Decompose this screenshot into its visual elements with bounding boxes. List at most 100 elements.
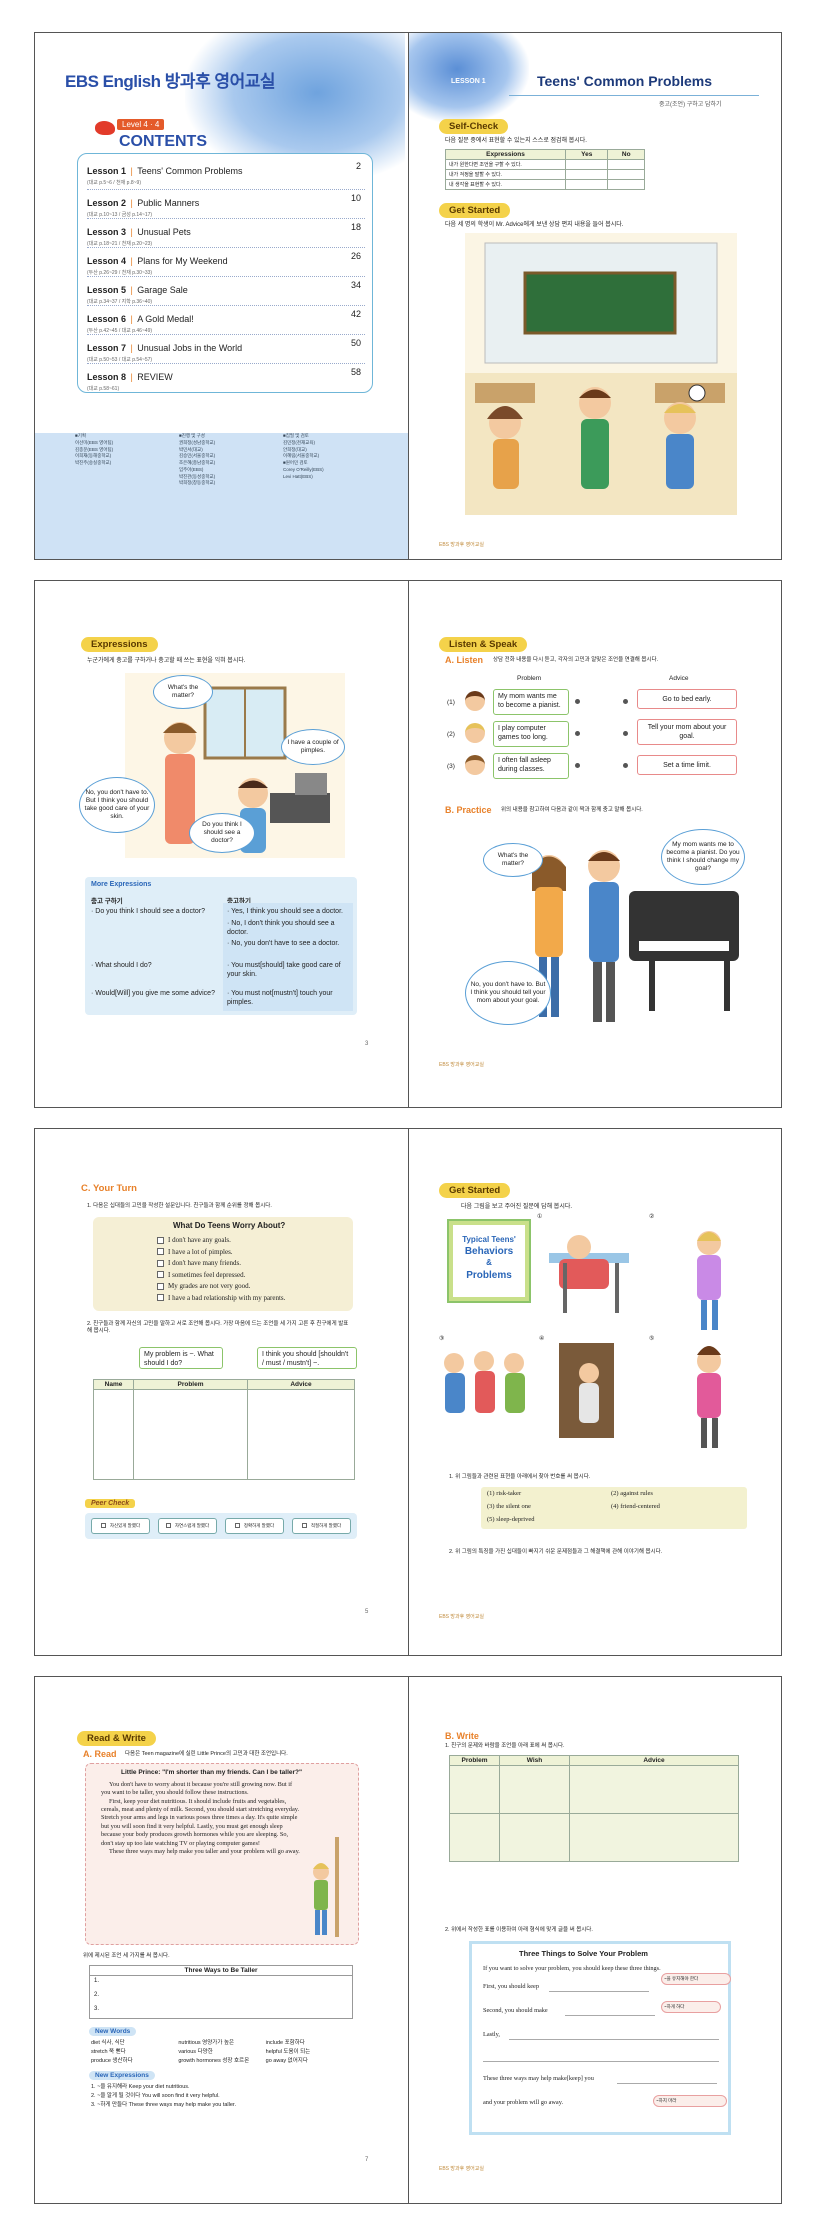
pic-number: ② <box>649 1214 655 1220</box>
table-row[interactable]: 2. <box>94 1992 100 1998</box>
asking-expr: · Would[Will] you give me some advice? <box>91 990 215 997</box>
table-cell[interactable] <box>93 1389 134 1480</box>
page-number: 3 <box>365 1041 369 1047</box>
lesson-title: Unusual Jobs in the World <box>137 343 243 353</box>
speech-bubble: No, you don't have to. But I think you s… <box>79 777 155 833</box>
survey-text: I sometimes feel depressed. <box>168 1270 246 1279</box>
spread-4: Read & Write A. Read 다음은 Teen magazine에 … <box>34 1676 782 2204</box>
lesson-entry[interactable]: Lesson 6 | A Gold Medal!42(두산 p.42~45 / … <box>87 306 365 335</box>
answer-line[interactable] <box>565 2015 655 2016</box>
yes-cell[interactable] <box>564 159 609 170</box>
survey-item[interactable]: I have a bad relationship with my parent… <box>157 1293 337 1305</box>
no-cell[interactable] <box>607 169 645 180</box>
table-cell[interactable] <box>499 1765 570 1814</box>
yes-cell[interactable] <box>564 169 609 180</box>
read-write-tag: Read & Write <box>77 1731 156 1746</box>
credit-line: 박진주(숭실중학교) <box>75 460 112 465</box>
match-dot[interactable] <box>575 731 580 736</box>
mother-figure <box>163 722 197 844</box>
boy-figure <box>588 850 620 1022</box>
face-icon <box>465 723 485 743</box>
survey-item[interactable]: My grades are not very good. <box>157 1281 337 1293</box>
survey-item[interactable]: I sometimes feel depressed. <box>157 1270 337 1282</box>
checkbox[interactable] <box>157 1236 164 1244</box>
peer-check-item[interactable]: 정확하게 말했다 <box>225 1518 284 1534</box>
lesson-source: (두산 p.42~45 / 대교 p.46~49) <box>87 328 153 334</box>
peer-check-item[interactable]: 자연스럽게 말했다 <box>158 1518 217 1534</box>
table-cell[interactable] <box>499 1813 570 1862</box>
table-cell[interactable] <box>133 1389 248 1480</box>
match-dot[interactable] <box>623 763 628 768</box>
match-dot[interactable] <box>575 763 580 768</box>
row-number: (2) <box>447 731 455 738</box>
survey-text: I don't have many friends. <box>168 1259 241 1267</box>
table-cell[interactable] <box>449 1765 500 1814</box>
option[interactable]: (2) against rules <box>611 1490 653 1497</box>
speech-bubble: Do you think I should see a doctor? <box>189 813 255 853</box>
contents-title: CONTENTS <box>119 133 207 150</box>
page-number: 5 <box>365 1609 369 1615</box>
checkbox[interactable] <box>157 1248 164 1256</box>
match-dot[interactable] <box>623 699 628 704</box>
credit-line: 권희정(성남중학교) <box>179 439 216 445</box>
option[interactable]: (4) friend-centered <box>611 1503 660 1510</box>
option[interactable]: (3) the silent one <box>487 1503 531 1510</box>
answer-line[interactable] <box>549 1991 649 1992</box>
answer-line[interactable] <box>617 2083 717 2084</box>
answer-line[interactable] <box>483 2061 719 2062</box>
checkbox[interactable] <box>157 1259 164 1267</box>
no-cell[interactable] <box>607 159 645 170</box>
problem-header: Problem <box>517 675 542 682</box>
survey-item[interactable]: I don't have any goals. <box>157 1235 337 1247</box>
table-row[interactable]: 1. <box>94 1978 100 1984</box>
lesson-number: Lesson 2 <box>87 198 127 208</box>
yes-cell[interactable] <box>564 179 609 190</box>
lesson-source: (두산 p.26~29 / 천재 p.30~33) <box>87 270 153 276</box>
table-cell[interactable] <box>247 1389 355 1480</box>
option[interactable]: (1) risk-taker <box>487 1490 522 1497</box>
table-cell[interactable] <box>569 1813 739 1862</box>
checkbox[interactable] <box>157 1294 164 1302</box>
sc-row: 내가 원한다면 조언을 구할 수 있다. <box>445 159 566 170</box>
table-cell[interactable] <box>569 1765 739 1814</box>
lesson-page: 50 <box>350 338 361 348</box>
answer-line[interactable] <box>509 2039 719 2040</box>
option[interactable]: (5) sleep-deprived <box>487 1516 535 1523</box>
no-cell[interactable] <box>607 179 645 190</box>
pic-number: ① <box>537 1214 543 1220</box>
table-row[interactable]: 3. <box>94 2006 100 2012</box>
page-footer: EBS 방과후 영어교실 <box>439 2166 484 2172</box>
question-2: 2. 위 그림의 특징을 가진 십대들이 빠지기 쉬운 문제점들과 그 해결책에… <box>449 1549 663 1555</box>
lesson-source: (대교 p.34~37 / 지학 p.36~40) <box>87 299 153 305</box>
checkbox[interactable] <box>157 1282 164 1290</box>
peer-check-item[interactable]: 자신있게 말했다 <box>91 1518 150 1534</box>
checkbox[interactable] <box>157 1271 164 1279</box>
listen-speak-page: Listen & Speak A. Listen 상담 전화 내용을 다시 듣고… <box>409 581 783 1107</box>
face-icon <box>465 691 485 711</box>
get-started-instruction: 다음 그림을 보고 주어진 질문에 답해 봅시다. <box>461 1204 573 1210</box>
rule-breaker <box>697 1346 721 1448</box>
contents-box <box>77 153 373 393</box>
poster-line: Typical Teens' <box>462 1235 516 1244</box>
bird-icon <box>95 121 115 135</box>
peer-check-item[interactable]: 적절하게 말했다 <box>292 1518 351 1534</box>
match-dot[interactable] <box>575 699 580 704</box>
new-words-tag: New Words <box>89 2027 137 2036</box>
letter-body: You don't have to worry about it because… <box>101 1781 301 1856</box>
match-dot[interactable] <box>623 731 628 736</box>
table-cell[interactable] <box>449 1813 500 1862</box>
poster-line: Problems <box>466 1269 512 1281</box>
survey-item[interactable]: I don't have many friends. <box>157 1258 337 1270</box>
expressions-tag: Expressions <box>81 637 158 652</box>
piano-scene-illustration <box>532 850 739 1022</box>
quiet-student <box>559 1343 614 1438</box>
survey-item[interactable]: I have a lot of pimples. <box>157 1247 337 1259</box>
